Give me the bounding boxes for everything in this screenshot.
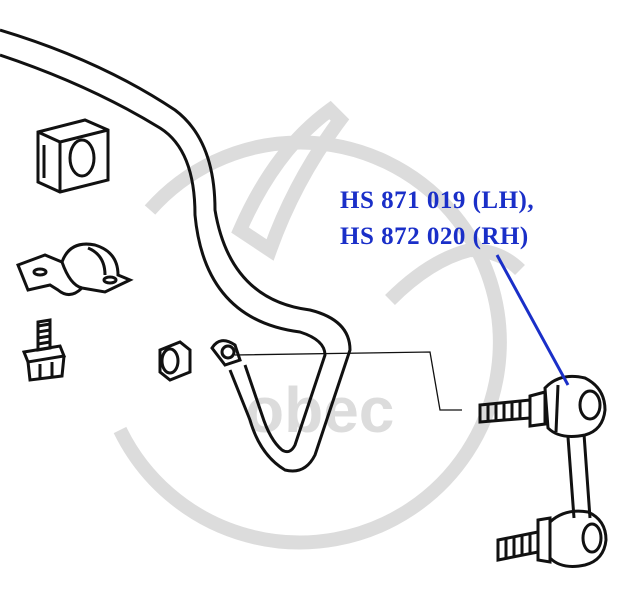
- stabilizer-bar: [0, 28, 352, 473]
- leader-line: [495, 254, 570, 386]
- link-nut: [158, 340, 192, 382]
- bushing: [36, 118, 110, 194]
- watermark-stroke-2: [385, 242, 525, 305]
- watermark-text: obec: [245, 374, 394, 446]
- bracket-bolt: [21, 318, 67, 382]
- stabilizer-link: [478, 374, 608, 568]
- part-number-rh: HS 872 020 (RH): [340, 223, 529, 250]
- assembly-line: [234, 351, 462, 411]
- watermark-stroke: [231, 100, 350, 261]
- part-number-lh: HS 871 019 (LH),: [340, 187, 535, 214]
- bushing-bracket: [16, 242, 134, 296]
- watermark-logo: obec: [113, 100, 525, 550]
- bar-end-eye: [210, 339, 242, 367]
